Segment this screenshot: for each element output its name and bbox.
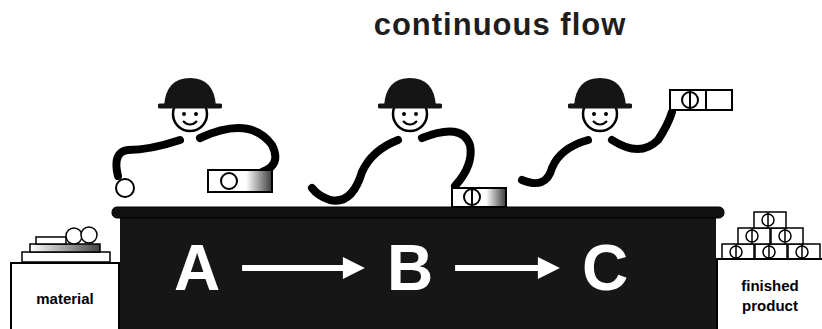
part-line [705,90,707,110]
part-ring [221,173,237,189]
product-box: finished product [716,258,822,329]
diagram-title: continuous flow [374,8,627,42]
arrow-head [538,257,560,279]
part-box [452,188,506,207]
product-line [767,212,769,228]
flow-arrow [242,257,365,279]
part-shade [246,171,271,191]
arrow-head [343,257,365,279]
part-box [670,90,732,110]
arrow-shaft [455,265,540,271]
box-label: material [18,289,112,309]
station-letter: B [383,236,437,300]
flow-arrow [455,257,560,279]
material-block [36,237,66,244]
worker-arm [422,131,471,186]
product-line [784,228,786,244]
product-box [738,228,770,244]
product-stack [722,212,820,260]
station-letter: C [578,236,632,300]
product-box [771,228,803,244]
material-box: material [10,262,120,329]
station-label: B [387,236,433,300]
product-box [754,212,786,228]
part-ring [116,179,134,197]
material-ring [81,227,97,243]
part-line [689,90,691,110]
bench-top [112,207,724,218]
material-ring [66,228,82,244]
worker-arm [312,140,398,201]
station-label: C [582,236,628,300]
bench-body [120,214,716,329]
station-label: A [174,236,220,300]
part-box [208,170,272,192]
product-line [751,228,753,244]
worker-arm [612,112,672,149]
part-shade [486,189,505,206]
worker-arm [522,140,588,183]
worker-head [570,78,630,131]
material-sheet [22,252,110,262]
part-line [471,188,473,207]
worker-arm [200,128,275,172]
station-letter: A [170,236,224,300]
worker-head [380,78,440,131]
arrow-shaft [242,265,345,271]
material-sheet [30,244,100,252]
box-label: finished product [724,276,816,315]
worker-head [160,78,220,131]
worker-arm [116,140,180,176]
